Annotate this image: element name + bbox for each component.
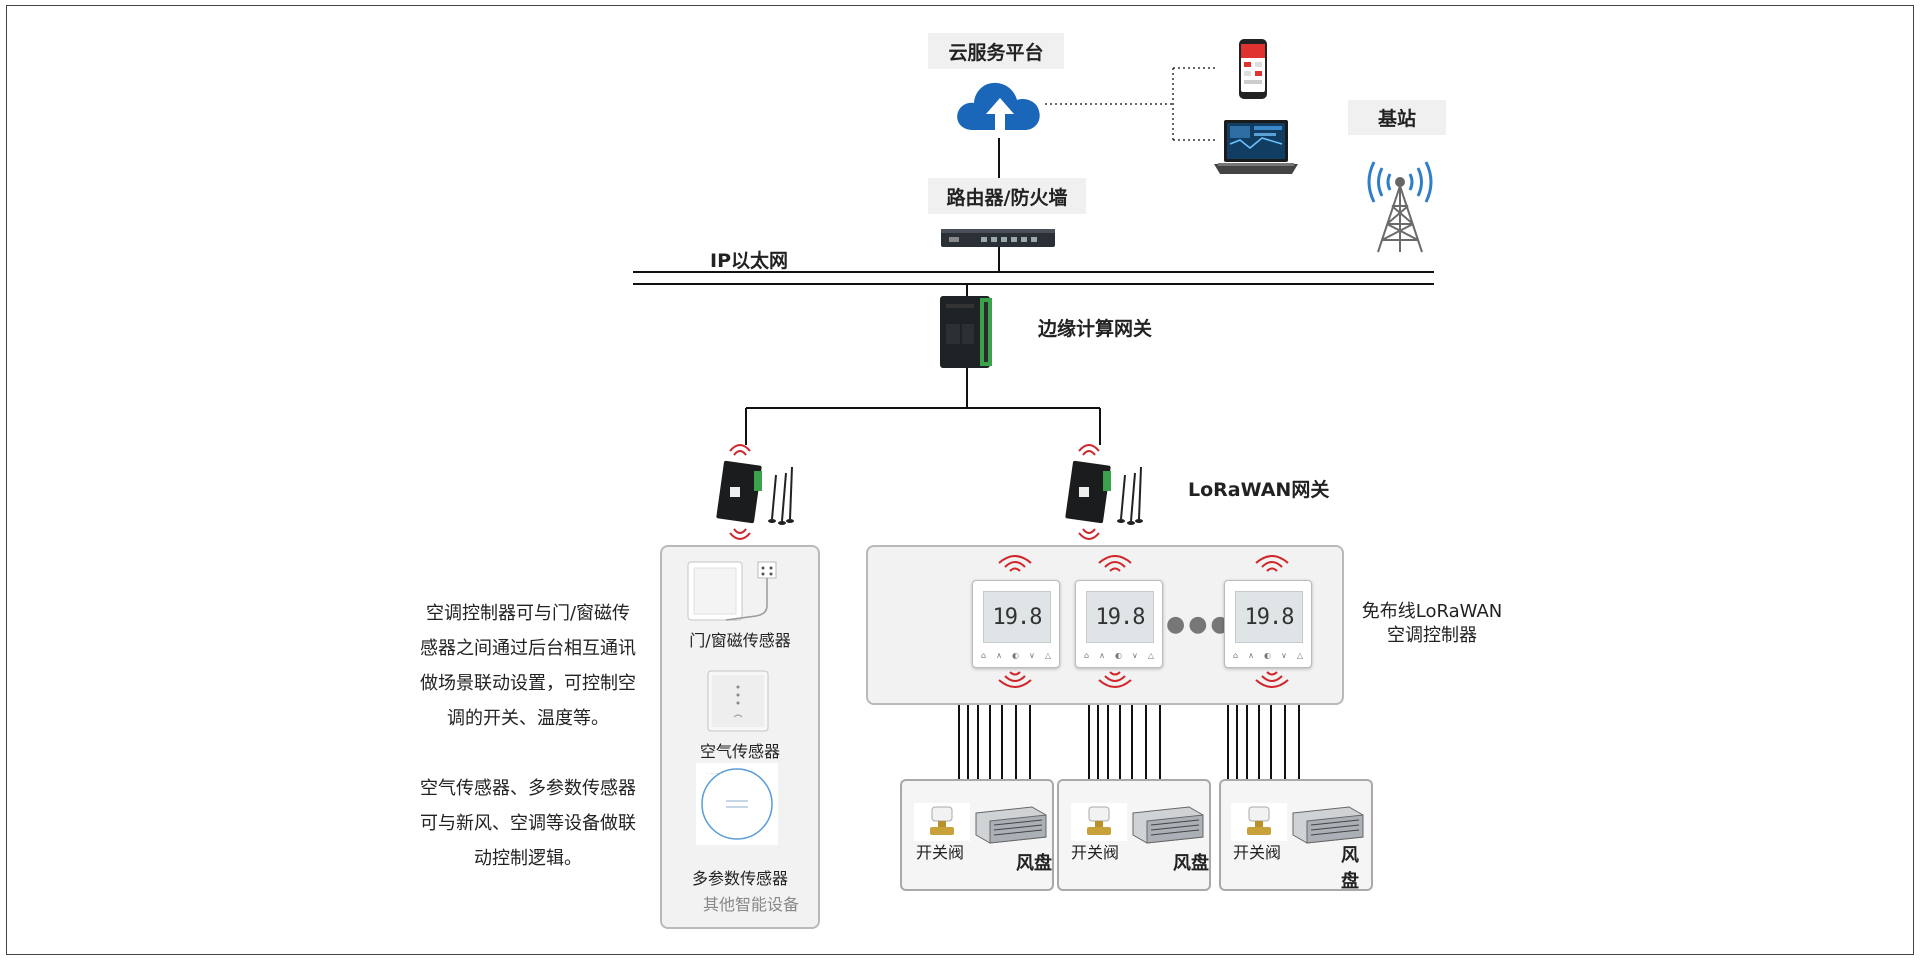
- note-line: 调的开关、温度等。: [447, 708, 609, 729]
- thermostat-2: 19.8 ⌂∧◐∨△: [1075, 580, 1163, 668]
- fan-coil-label: 风盘: [1173, 853, 1209, 874]
- note-line: 做场景联动设置，可控制空: [420, 673, 636, 694]
- ethernet-label: IP以太网: [710, 250, 788, 272]
- cell-tower-icon: [1367, 161, 1433, 253]
- multi-parameter-sensor-label: 多参数传感器: [691, 869, 788, 888]
- note-line: 空调控制器可与门/窗磁传: [425, 603, 631, 624]
- lorawan-gateway-label: LoRaWAN网关: [1188, 479, 1330, 501]
- cloud-icon: [957, 82, 1040, 130]
- router-label: 路由器/防火墙: [928, 178, 1086, 214]
- note-line: 可与新风、空调等设备做联: [420, 813, 636, 834]
- fan-coil-label: 风盘: [1341, 845, 1359, 892]
- fan-unit-box-1: 开关阀 风盘: [900, 779, 1054, 891]
- door-window-sensor-icon: [687, 561, 777, 621]
- air-sensor-label: 空气传感器: [699, 742, 780, 761]
- thermostat-buttons: ⌂∧◐∨△: [981, 651, 1051, 660]
- note-scene-linkage: 空调控制器可与门/窗磁传 感器之间通过后台相互通讯 做场景联动设置，可控制空 调…: [396, 596, 660, 736]
- valve-label: 开关阀: [1071, 843, 1120, 862]
- air-sensor-icon: [707, 670, 769, 732]
- note-line: 感器之间通过后台相互通讯: [420, 638, 636, 659]
- router-icon: [941, 229, 1055, 247]
- thermostat-buttons: ⌂∧◐∨△: [1233, 651, 1303, 660]
- valve-icon: [1231, 803, 1287, 841]
- lorawan-gateway-right: [1061, 443, 1153, 543]
- signal-waves-icon: [1098, 671, 1132, 688]
- control-wires: [958, 703, 1300, 780]
- door-window-sensor-label: 门/窗磁传感器: [689, 631, 791, 650]
- ellipsis-dots: ●●●: [1166, 612, 1233, 637]
- lorawan-gateway-icon: [716, 444, 794, 540]
- note-line: 空气传感器、多参数传感器: [420, 778, 636, 799]
- lorawan-gateway-left: [712, 443, 804, 543]
- controller-label-line2: 空调控制器: [1387, 625, 1477, 646]
- cloud-to-devices-dotted: [1045, 67, 1217, 141]
- valve-icon: [914, 803, 970, 841]
- controller-label: 免布线LoRaWAN 空调控制器: [1352, 600, 1512, 648]
- edge-gateway-icon: [940, 296, 992, 368]
- other-devices-label: 其他智能设备: [702, 895, 799, 914]
- fan-unit-box-2: 开关阀 风盘: [1057, 779, 1211, 891]
- signal-waves-icon: [1255, 671, 1289, 688]
- signal-waves-icon: [998, 671, 1032, 688]
- valve-icon: [1071, 803, 1127, 841]
- edge-gateway-label: 边缘计算网关: [1038, 318, 1153, 340]
- fan-coil-icon: [975, 806, 1047, 844]
- lorawan-gateway-icon: [1065, 444, 1143, 540]
- fan-coil-label: 风盘: [1016, 853, 1052, 874]
- thermostat-1: 19.8 ⌂∧◐∨△: [972, 580, 1060, 668]
- base-station-label: 基站: [1348, 100, 1446, 135]
- thermostat-display: 19.8: [983, 591, 1051, 643]
- thermostat-3: 19.8 ⌂∧◐∨△: [1224, 580, 1312, 668]
- svg-text:◦ ─ ─ ─: ◦ ─ ─ ─: [706, 771, 724, 777]
- fan-coil-icon: [1132, 806, 1204, 844]
- valve-label: 开关阀: [1233, 843, 1282, 862]
- signal-waves-icon: [998, 555, 1032, 572]
- note-sensor-logic: 空气传感器、多参数传感器 可与新风、空调等设备做联 动控制逻辑。: [396, 771, 660, 876]
- sensor-panel: 门/窗磁传感器 空气传感器 ◦ ─ ─ ─ 多参数传感器 其他智能设备: [660, 545, 820, 929]
- laptop-icon: [1214, 120, 1298, 174]
- signal-waves-icon: [1098, 555, 1132, 572]
- thermostat-display: 19.8: [1235, 591, 1303, 643]
- valve-label: 开关阀: [916, 843, 965, 862]
- fan-coil-icon: [1292, 806, 1364, 844]
- multi-parameter-sensor-icon: ◦ ─ ─ ─: [696, 763, 778, 845]
- cloud-platform-label: 云服务平台: [928, 33, 1064, 69]
- fan-unit-box-3: 开关阀 风盘: [1219, 779, 1373, 892]
- outer-frame: [6, 5, 1914, 955]
- note-line: 动控制逻辑。: [474, 848, 582, 869]
- thermostat-display: 19.8: [1086, 591, 1154, 643]
- signal-waves-icon: [1255, 555, 1289, 572]
- phone-icon: [1239, 39, 1267, 99]
- controller-label-line1: 免布线LoRaWAN: [1361, 601, 1503, 622]
- thermostat-buttons: ⌂∧◐∨△: [1084, 651, 1154, 660]
